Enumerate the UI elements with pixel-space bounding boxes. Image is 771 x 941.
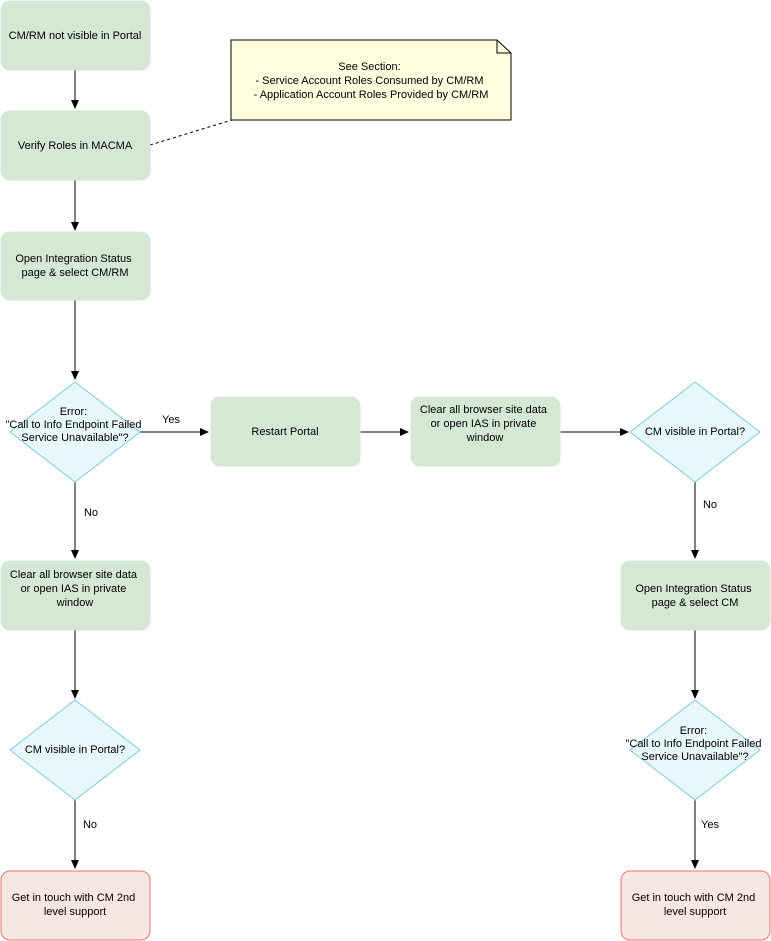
note-roles-section-label: See Section: - Service Account Roles Con… bbox=[254, 61, 489, 101]
edge-label-no-left-clear: No bbox=[84, 507, 98, 519]
node-clear-browser-left: Clear all browser site data or open IAS … bbox=[0, 560, 151, 631]
note-connector bbox=[149, 119, 233, 146]
decision-error-right-label: Error: "Call to Info Endpoint Failed Ser… bbox=[625, 725, 764, 763]
decision-cm-visible-left-label: CM visible in Portal? bbox=[25, 744, 125, 756]
node-support-right-label: Get in touch with CM 2nd level support bbox=[632, 892, 759, 918]
edge-label-yes-right-support: Yes bbox=[701, 819, 719, 831]
decision-cm-visible-right-label: CM visible in Portal? bbox=[645, 426, 745, 438]
decision-cm-visible-left: CM visible in Portal? bbox=[9, 699, 141, 801]
node-support-right: Get in touch with CM 2nd level support bbox=[620, 870, 771, 941]
decision-error-right: Error: "Call to Info Endpoint Failed Ser… bbox=[625, 699, 764, 801]
node-restart-portal-label: Restart Portal bbox=[251, 426, 318, 438]
edge-label-no-right-open: No bbox=[703, 499, 717, 511]
node-start: CM/RM not visible in Portal bbox=[0, 0, 151, 71]
node-support-left-label: Get in touch with CM 2nd level support bbox=[12, 892, 139, 918]
node-open-status-cmrm-label: Open Integration Status page & select CM… bbox=[15, 253, 134, 279]
node-restart-portal: Restart Portal bbox=[210, 396, 361, 467]
decision-error-left-label: Error: "Call to Info Endpoint Failed Ser… bbox=[5, 406, 144, 444]
node-clear-browser-mid: Clear all browser site data or open IAS … bbox=[410, 396, 561, 467]
edge-label-yes-restart: Yes bbox=[162, 414, 180, 426]
node-clear-browser-mid-label: Clear all browser site data or open IAS … bbox=[420, 404, 550, 444]
node-verify-roles-label: Verify Roles in MACMA bbox=[18, 140, 133, 152]
node-start-label: CM/RM not visible in Portal bbox=[9, 30, 142, 42]
node-support-left: Get in touch with CM 2nd level support bbox=[0, 870, 151, 941]
decision-cm-visible-right: CM visible in Portal? bbox=[629, 381, 761, 483]
edges bbox=[71, 70, 699, 869]
node-open-status-cm: Open Integration Status page & select CM bbox=[620, 560, 771, 631]
note-roles-section: See Section: - Service Account Roles Con… bbox=[230, 39, 512, 121]
node-verify-roles: Verify Roles in MACMA bbox=[0, 110, 151, 181]
decision-error-left: Error: "Call to Info Endpoint Failed Ser… bbox=[5, 381, 144, 483]
node-open-status-cmrm: Open Integration Status page & select CM… bbox=[0, 231, 151, 301]
node-clear-browser-left-label: Clear all browser site data or open IAS … bbox=[10, 569, 140, 609]
edge-label-no-left-support: No bbox=[83, 819, 97, 831]
edge-labels: Yes No No No Yes bbox=[83, 414, 719, 831]
node-open-status-cm-label: Open Integration Status page & select CM bbox=[635, 583, 754, 609]
